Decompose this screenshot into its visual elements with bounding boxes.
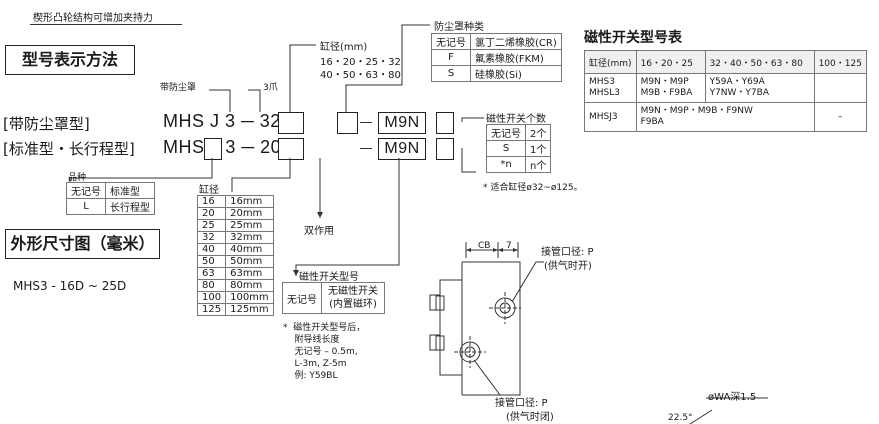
switch-model-table: 无记号 无磁性开关(内置磁环) <box>282 282 385 314</box>
switch-model: M9B・F9BA <box>640 88 693 98</box>
switch-box-a: M9N <box>378 112 426 134</box>
port-top-sub: (供气时开) <box>544 261 592 272</box>
table-cell: 125 <box>196 303 227 316</box>
wa-label: øWA深1.5 <box>708 392 757 403</box>
switch-model-title: 磁性开关型号 <box>299 272 359 283</box>
switch-model: Y59A・Y69A <box>709 77 765 87</box>
switch-box-b: M9N <box>378 138 426 160</box>
table-cell: 硅橡胶(Si) <box>470 65 562 82</box>
table-cell: 长行程型 <box>105 198 155 215</box>
section-title-dimensions: 外形尺寸图（毫米） <box>5 229 160 259</box>
switch-count-box-b <box>436 138 454 160</box>
model-code-a: MHS J 3 ─ 32 D <box>163 111 300 131</box>
double-acting-label: 双作用 <box>304 226 334 237</box>
switch-count-box-a <box>436 112 454 134</box>
switch-note: * 磁性开关型号后， 附导线长度 无记号 – 0.5m, L-3m, Z-5m … <box>283 323 366 381</box>
dust-cover-kind-title: 防尘罩种类 <box>434 22 484 33</box>
angle-label: 22.5° <box>668 413 693 423</box>
table-cell <box>813 73 867 103</box>
bore-callout-title: 缸径(mm) <box>320 42 368 53</box>
header-underline <box>30 24 182 25</box>
table-cell: 80mm <box>225 279 274 292</box>
model-code-b: MHS L 3 ─ 20 D <box>163 137 301 157</box>
table-cell: MHSJ3 <box>584 102 637 132</box>
port-top-label: 接管口径: P <box>541 247 594 258</box>
table-cell: 20mm <box>225 207 274 220</box>
switch-select-table: 缸径(mm) 16・20・25 32・40・50・63・80 100・125 M… <box>584 50 867 132</box>
port-bottom-label: 接管口径: P <box>495 398 548 409</box>
dust-cover-kind-box <box>337 112 358 134</box>
bore-callout-values-1: 16・20・25・32 <box>320 57 401 68</box>
cb-label: CB <box>478 241 491 251</box>
switch-model: F9BA <box>640 117 664 127</box>
table-cell: 无记号 <box>431 33 471 50</box>
model-name: MHS3 <box>589 77 615 87</box>
switch-model: M9N・M9P・M9B・F9NW <box>640 106 753 116</box>
variety-title: 品种 <box>68 173 87 183</box>
model-range-label: MHS3 - 16D ~ 25D <box>13 279 127 293</box>
header-note: 楔形凸轮结构可增加夹持力 <box>33 13 153 24</box>
bore-note: * 适合缸径ø32~ø125。 <box>483 183 583 193</box>
table-cell: 125mm <box>225 303 274 316</box>
bore-box-a <box>278 112 304 134</box>
switch-count-title: 磁性开关个数 <box>486 114 546 125</box>
table-cell: 40 <box>196 243 227 256</box>
standard-long-type-label: [标准型・长行程型] <box>3 140 135 158</box>
table-cell: n个 <box>524 156 552 173</box>
switch-model-value-1: 无磁性开关 <box>328 286 378 297</box>
variety-box <box>204 138 222 160</box>
switch-model-value-2: (内置磁环) <box>329 299 377 310</box>
table-cell: S <box>431 65 471 82</box>
port-bottom-sub: (供气时闭) <box>506 412 554 423</box>
with-dust-cover-label: 带防尘罩 <box>160 83 197 93</box>
table-header: 100・125 <box>813 50 867 74</box>
switch-model: Y7NW・Y7BA <box>709 88 769 98</box>
three-jaw-label: 3爪 <box>263 83 278 93</box>
dim-7-label: 7 <box>506 241 512 251</box>
table-cell: 无磁性开关 (内置磁环) <box>321 282 385 314</box>
switch-model: M9N・M9P <box>640 77 689 87</box>
bore-table-title: 缸径 <box>199 185 219 196</box>
section-title-model-code: 型号表示方法 <box>5 45 135 75</box>
switch-select-title: 磁性开关型号表 <box>584 30 682 46</box>
dust-cover-type-label: [带防尘罩型] <box>3 115 90 133</box>
model-name: MHSL3 <box>589 88 620 98</box>
bore-callout-values-2: 40・50・63・80 <box>320 70 401 81</box>
bore-box-b <box>278 138 304 160</box>
table-cell: – <box>813 102 867 132</box>
